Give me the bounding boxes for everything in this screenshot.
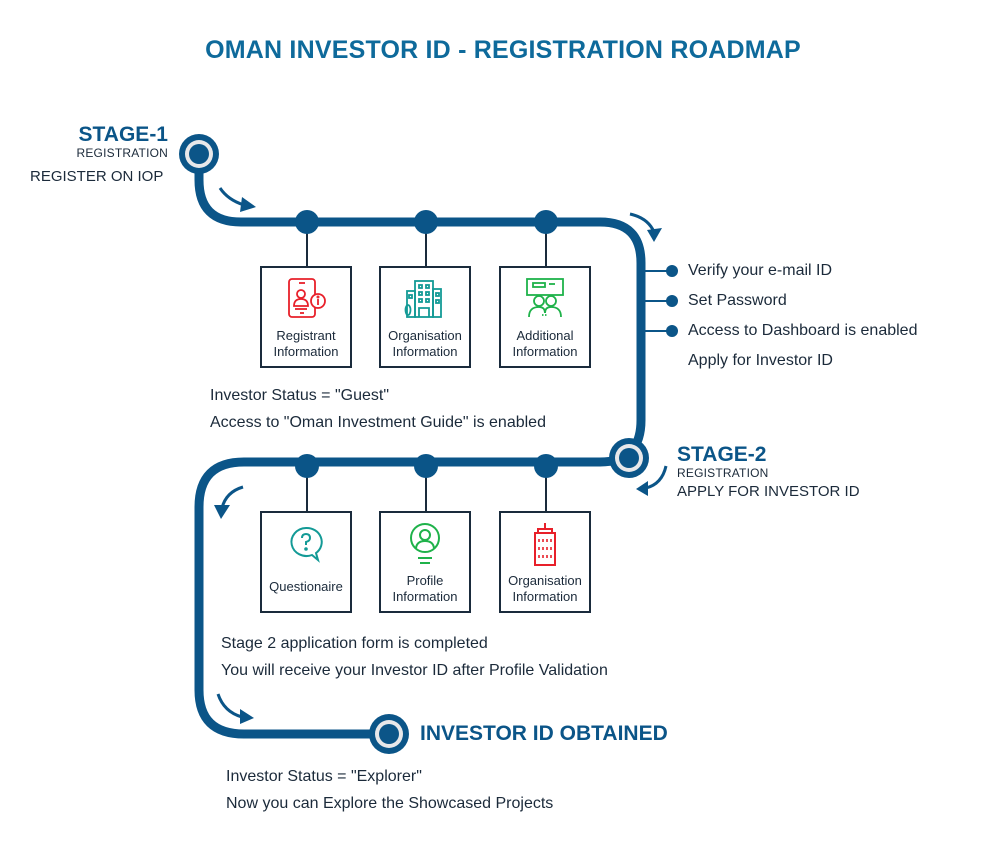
checklist-item: Access to Dashboard is enabled (688, 322, 918, 339)
step-dot (414, 210, 438, 234)
stage2-title: STAGE-2 (677, 443, 767, 466)
stage1-action: REGISTER ON IOP (30, 168, 164, 185)
stage2-action: APPLY FOR INVESTOR ID (677, 483, 860, 500)
stage1-node (179, 134, 219, 174)
arrow-head (240, 197, 256, 212)
stage1-label: STAGE-1 REGISTRATION (20, 123, 168, 161)
tablet-user-info-icon (281, 276, 331, 322)
stage1-notes: Investor Status = "Guest" Access to "Oma… (210, 382, 546, 436)
step-dot (534, 210, 558, 234)
stage1-step-dots (295, 210, 558, 266)
note-line: Investor Status = "Explorer" (226, 768, 422, 785)
page-title: OMAN INVESTOR ID - REGISTRATION ROADMAP (205, 36, 801, 64)
stage2-label: STAGE-2 REGISTRATION APPLY FOR INVESTOR … (677, 444, 860, 501)
step-dot (414, 454, 438, 478)
note-line: Now you can Explore the Showcased Projec… (226, 795, 554, 812)
note-line: Stage 2 application form is completed (221, 635, 488, 652)
stage1-checklist: Verify your e-mail ID Set Password Acces… (688, 256, 917, 376)
step-dot (295, 454, 319, 478)
step-questionaire[interactable]: Questionaire (260, 511, 352, 613)
stage2-step-dots (295, 454, 558, 512)
stage2-subtitle: REGISTRATION (677, 466, 769, 480)
tower-building-icon (520, 521, 570, 567)
direction-arrow-icon (218, 187, 245, 207)
final-node (369, 714, 409, 754)
step-label: Questionaire (269, 579, 343, 594)
user-profile-icon (400, 521, 450, 567)
stage2-notes: Stage 2 application form is completed Yo… (221, 630, 608, 684)
note-line: You will receive your Investor ID after … (221, 662, 608, 679)
checklist-item: Apply for Investor ID (688, 352, 833, 369)
note-line: Access to "Oman Investment Guide" is ena… (210, 414, 546, 431)
group-presentation-icon (520, 276, 570, 322)
checklist-dots (641, 265, 678, 337)
buildings-icon (400, 276, 450, 322)
checklist-item: Set Password (688, 292, 787, 309)
final-notes: Investor Status = "Explorer" Now you can… (226, 763, 553, 817)
stage1-title: STAGE-1 (78, 123, 168, 146)
step-dot (295, 210, 319, 234)
note-line: Investor Status = "Guest" (210, 387, 389, 404)
step-dot (534, 454, 558, 478)
checklist-item: Verify your e-mail ID (688, 262, 833, 279)
stage2-node (609, 438, 649, 478)
stage1-subtitle: REGISTRATION (76, 146, 168, 160)
question-bubble-icon (281, 521, 331, 567)
final-title: INVESTOR ID OBTAINED (420, 722, 668, 745)
